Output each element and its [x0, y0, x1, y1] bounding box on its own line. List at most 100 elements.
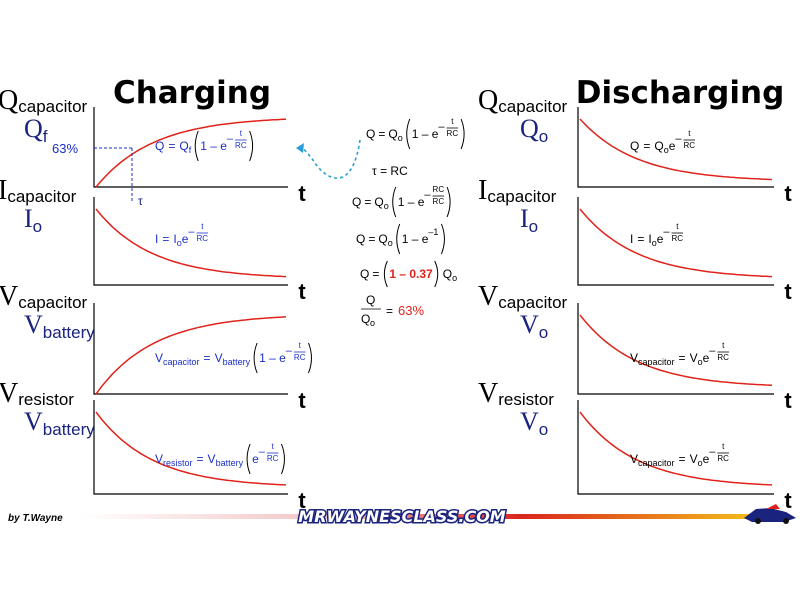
exponent-sign: – — [424, 189, 431, 201]
eq-coefficient-subscript: o — [177, 238, 182, 248]
eq-coefficient-subscript: battery — [223, 357, 251, 367]
exponent-numerator: t — [688, 129, 691, 138]
fraction-numerator: Q — [366, 293, 375, 307]
graph-quantity-label: V — [478, 281, 498, 312]
exponent-denominator: RC — [684, 141, 696, 150]
open-paren — [392, 186, 397, 218]
graph-level-subscript: o — [529, 217, 538, 236]
eq-paren-body: 1 – e — [402, 232, 429, 246]
eq-equals: = — [378, 127, 385, 141]
exponent-sign: – — [438, 121, 445, 133]
graph-quantity-label: V — [478, 378, 498, 409]
eq-lhs-subscript: capacitor — [638, 357, 675, 367]
eq-coefficient: Q — [179, 139, 188, 153]
graph-quantity-subscript: capacitor — [498, 293, 567, 312]
close-paren — [434, 260, 439, 288]
time-axis-label: t — [784, 488, 792, 513]
author-credit: by T.Wayne — [8, 513, 63, 524]
graph-quantity-subscript: capacitor — [7, 187, 76, 206]
eq-base: e — [703, 351, 710, 365]
graph-curve — [95, 118, 287, 188]
eq-lhs: Q — [366, 127, 375, 141]
exponent-numerator: t — [722, 442, 725, 451]
graph-quantity-subscript: capacitor — [498, 97, 567, 116]
eq-coefficient-subscript: o — [452, 273, 457, 283]
eq-equals: = — [168, 139, 175, 153]
graph-level-subscript: battery — [43, 420, 95, 439]
eq-coefficient-subscript: o — [388, 238, 393, 248]
exponent-sign: – — [709, 345, 716, 357]
eq-equals: = — [372, 267, 379, 281]
graph-level-subscript: battery — [43, 323, 95, 342]
graph-level-label: V — [24, 407, 43, 436]
eq-lhs: V — [155, 351, 163, 365]
graph-level-label: V — [520, 310, 539, 339]
graph-axes — [577, 107, 774, 188]
graph-quantity-label: V — [0, 378, 18, 409]
time-axis-label: t — [784, 181, 792, 206]
eq-lhs: V — [155, 452, 163, 466]
graph-curve — [95, 316, 287, 395]
exponent-denominator: RC — [717, 353, 729, 362]
graph-quantity-subscript: capacitor — [18, 293, 87, 312]
graph-curve — [579, 208, 773, 278]
exponent-sign: – — [227, 133, 234, 145]
eq-paren-body: 1 – e — [412, 127, 439, 141]
close-paren — [460, 118, 465, 150]
site-logo-text[interactable]: MRWAYNESCLASS.COM — [297, 506, 508, 528]
eq-lhs-subscript: capacitor — [638, 458, 675, 468]
close-paren — [280, 443, 285, 475]
graph-axes — [93, 107, 288, 188]
graph-curve — [95, 208, 287, 278]
graph-axes — [577, 400, 774, 495]
eq-equals: = — [204, 351, 211, 365]
exponent-numerator: t — [451, 117, 454, 126]
exponent-sign: – — [259, 446, 266, 458]
time-axis-label: t — [298, 181, 306, 206]
fraction-denominator-subscript: o — [370, 318, 375, 328]
connector-arrow — [296, 139, 361, 179]
graph-axes — [93, 400, 288, 495]
eq-paren-body: 1 – e — [398, 195, 425, 209]
exponent-denominator: RC — [294, 353, 306, 362]
arrowhead-icon — [296, 143, 304, 153]
eq-coefficient-subscript: o — [664, 145, 669, 155]
graph-axes — [93, 303, 288, 395]
eq-lhs: I — [155, 232, 158, 246]
eq-lhs-subscript: resistor — [163, 458, 193, 468]
eq-base: e — [703, 452, 710, 466]
eq-coefficient-subscript: o — [384, 201, 389, 211]
graph-level-subscript: f — [43, 127, 48, 146]
graph-curve — [579, 411, 773, 486]
exponent-numerator: t — [676, 222, 679, 231]
eq-base: e — [669, 139, 676, 153]
exponent-numerator: t — [240, 129, 243, 138]
eq-paren-body: 1 – e — [259, 351, 286, 365]
eq-coefficient: V — [690, 351, 698, 365]
eq-coefficient-subscript: o — [698, 357, 703, 367]
eq-coefficient-subscript: o — [652, 238, 657, 248]
graph-level-subscript: o — [539, 420, 548, 439]
eq-equals: = — [637, 232, 644, 246]
eq-coefficient: I — [173, 232, 176, 246]
open-paren — [246, 443, 251, 475]
eq-coefficient: Q — [443, 267, 452, 281]
graph-quantity-subscript: capacitor — [487, 187, 556, 206]
open-paren — [194, 130, 199, 162]
graph-level-subscript: o — [539, 323, 548, 342]
close-paren — [446, 186, 451, 218]
graph-level-label: I — [520, 204, 529, 233]
graph-level-subscript: o — [33, 217, 42, 236]
time-axis-label: t — [784, 388, 792, 413]
eq-lhs: V — [630, 351, 638, 365]
eq-coefficient-subscript: battery — [216, 458, 244, 468]
eq-lhs-subscript: capacitor — [163, 357, 200, 367]
open-paren — [253, 342, 258, 374]
eq-lhs: I — [630, 232, 633, 246]
